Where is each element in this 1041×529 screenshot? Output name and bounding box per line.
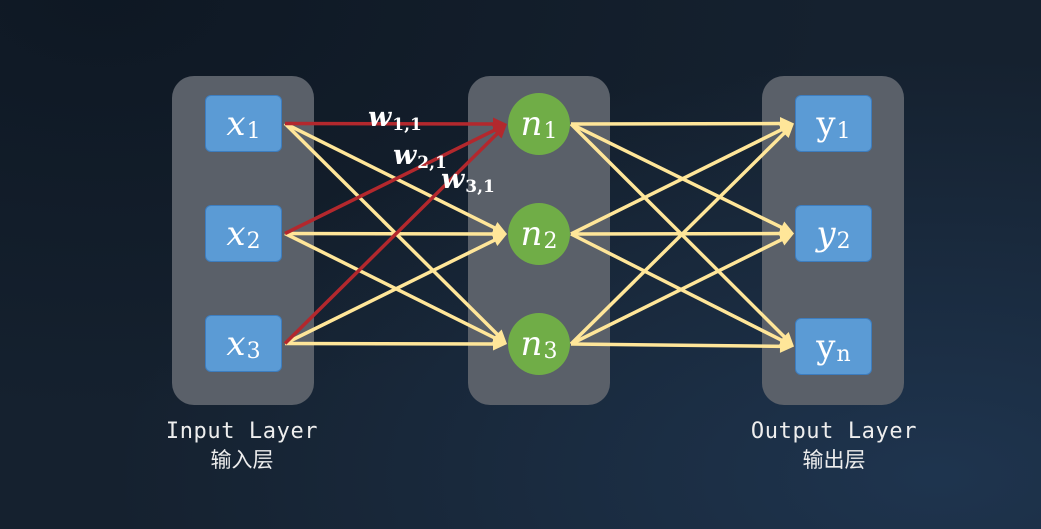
edge-x1-n2: [284, 121, 498, 231]
node-subscript: 2: [836, 228, 851, 254]
edge-n3-y1: [569, 130, 787, 346]
input-layer-label-cn: 输入层: [210, 448, 274, 472]
arrowhead: [779, 339, 794, 353]
node-symbol: x: [226, 213, 246, 254]
node-symbol: x: [226, 103, 246, 144]
weight-symbol: w: [441, 164, 465, 195]
node-symbol: n: [520, 214, 543, 254]
edge-x1-n3: [283, 122, 500, 337]
node-subscript: 1: [543, 119, 558, 144]
edge-n1-yn: [569, 122, 787, 340]
node-symbol: y: [816, 326, 836, 367]
node-subscript: 3: [543, 339, 558, 364]
node-subscript: n: [836, 341, 851, 367]
node-symbol: y: [816, 103, 836, 144]
node-symbol: x: [226, 323, 246, 364]
arrowhead: [492, 124, 507, 139]
arrowhead: [491, 234, 507, 247]
node-subscript: 2: [246, 228, 261, 254]
edge-n3-yn: [570, 342, 783, 349]
output-layer-label-cn: 输出层: [802, 448, 866, 472]
weight-subscript: 3,1: [465, 177, 495, 197]
edge-n1-y2: [570, 122, 784, 230]
weight-label: w3,1: [441, 164, 495, 196]
node-symbol: n: [520, 324, 543, 364]
input-layer-label: Input Layer: [165, 419, 319, 444]
arrowhead: [492, 337, 507, 351]
weight-subscript: 1,1: [392, 115, 422, 135]
edge-x2-n3: [284, 231, 498, 341]
node-subscript: 2: [543, 229, 558, 254]
output-layer-label: Output Layer: [750, 419, 918, 444]
weight-symbol: w: [393, 140, 417, 171]
edge-n3-y2: [570, 237, 785, 346]
weight-label: w2,1: [393, 140, 447, 172]
arrowhead: [779, 123, 794, 138]
node-subscript: 1: [246, 118, 261, 144]
edge-x3-n2: [284, 237, 498, 346]
weight-symbol: w: [368, 102, 392, 133]
node-subscript: 3: [246, 338, 261, 364]
edge-x2-n1-highlighted: [284, 127, 498, 236]
weight-label: w1,1: [368, 102, 422, 134]
node-subscript: 1: [836, 118, 851, 144]
node-symbol: n: [520, 104, 543, 144]
arrowhead: [778, 233, 794, 246]
edge-n2-y1: [570, 127, 785, 236]
edge-x3-n1-highlighted: [283, 131, 500, 345]
node-symbol: y: [816, 213, 836, 254]
edge-n2-yn: [570, 232, 785, 343]
weight-subscript: 2,1: [417, 153, 447, 173]
